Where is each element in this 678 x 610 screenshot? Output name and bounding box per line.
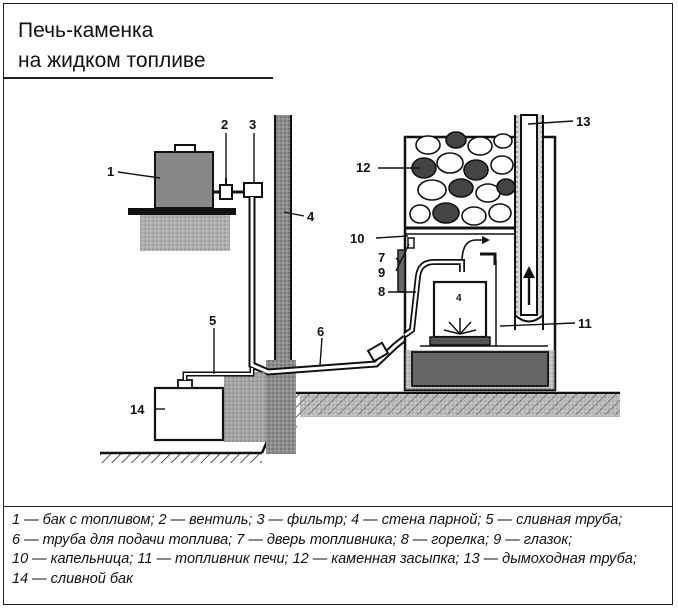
legend-item: 7 — дверь топливника;	[236, 531, 397, 548]
legend-item: 9 — глазок;	[493, 531, 573, 548]
figure-title: Печь-каменка на жидком топливе	[18, 16, 206, 76]
stone-fill	[409, 131, 516, 226]
firebox: 4	[429, 280, 491, 346]
callout-10: 10	[350, 231, 364, 246]
legend-divider	[3, 506, 673, 507]
callout-6: 6	[317, 324, 324, 339]
callout-4: 4	[307, 209, 315, 224]
title-underline	[3, 77, 273, 79]
stove-diagram: 4	[100, 114, 620, 463]
figure-frame: Печь-каменка на жидком топливе	[3, 3, 673, 605]
legend-item: 11 — топливник печи;	[137, 551, 289, 567]
flame-icon	[443, 318, 477, 335]
callout-1: 1	[107, 164, 114, 179]
callout-2: 2	[221, 117, 228, 132]
callout-8: 8	[378, 284, 385, 299]
ground	[100, 391, 620, 463]
legend-item: 12 — каменная засыпка;	[292, 551, 460, 567]
callout-14: 14	[130, 402, 145, 417]
legend-item: 14 — сливной бак	[12, 570, 133, 587]
legend-item: 8 — горелка;	[400, 531, 490, 548]
callout-12: 12	[356, 160, 370, 175]
legend-item: 4 — стена парной;	[351, 512, 482, 528]
valve-and-filter	[219, 178, 263, 200]
legend-item: 13 — дымоходная труба;	[463, 551, 637, 567]
legend: 1 — бак с топливом; 2 — вентиль; 3 — фил…	[12, 511, 666, 589]
fuel-supply-pipe	[248, 197, 408, 376]
legend-item: 6 — труба для подачи топлива;	[12, 531, 233, 548]
callout-13: 13	[576, 114, 590, 129]
callout-7: 7	[378, 250, 385, 265]
legend-item: 3 — фильтр;	[256, 512, 348, 528]
svg-text:4: 4	[456, 293, 462, 304]
callout-leaders	[117, 120, 576, 410]
title-line-1: Печь-каменка	[18, 19, 154, 42]
legend-item: 10 — капельница;	[12, 551, 134, 567]
callout-9: 9	[378, 265, 385, 280]
drain-tank	[153, 368, 266, 442]
callout-5: 5	[209, 313, 216, 328]
legend-item: 2 — вентиль;	[158, 512, 253, 528]
title-line-2: на жидком топливе	[18, 49, 206, 72]
fuel-tank	[128, 144, 236, 251]
legend-item: 5 — сливная труба;	[485, 512, 623, 528]
callout-11: 11	[578, 316, 592, 331]
callout-3: 3	[249, 117, 256, 132]
chimney-pipe	[514, 114, 544, 330]
callout-numbers: 1 2 3 4 5 6 7 8 9 10 11 12 13 14	[107, 114, 592, 417]
stove-body: 4	[397, 114, 557, 392]
legend-item: 1 — бак с топливом;	[12, 512, 155, 528]
arrow-up-icon	[523, 266, 535, 305]
steam-room-wall	[266, 115, 296, 454]
